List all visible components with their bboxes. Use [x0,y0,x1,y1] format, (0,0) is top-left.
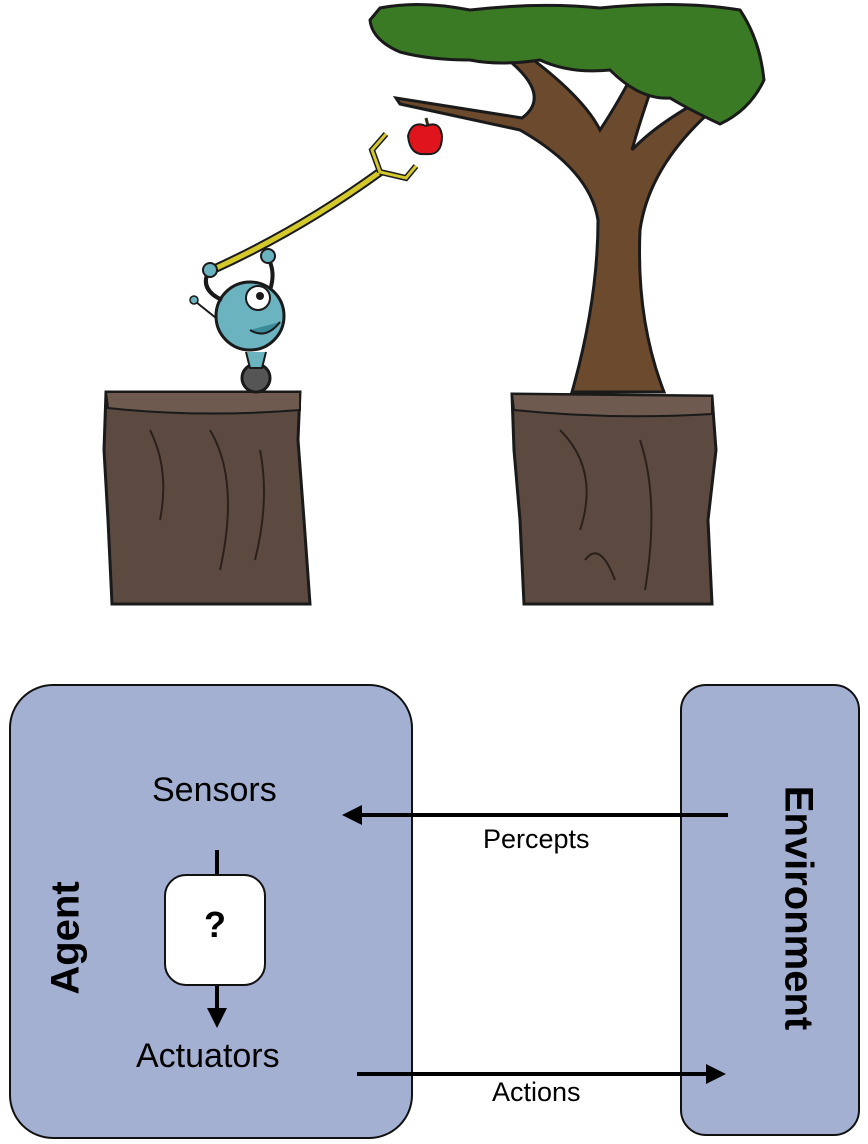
agent-box [9,684,413,1139]
actions-label: Actions [492,1077,581,1107]
apple-icon [406,117,444,156]
sensors-label: Sensors [152,771,277,809]
robot-arm-icon [210,132,419,275]
agent-function-box: ? [164,874,266,986]
right-cliff-icon [510,392,718,606]
environment-box [680,684,860,1136]
illustration-svg [102,2,766,606]
robot-icon [189,248,286,394]
tree-icon [368,2,766,394]
actuators-label: Actuators [136,1037,280,1075]
left-cliff-icon [102,390,312,606]
agent-environment-diagram: Sensors Actuators Agent Environment Perc… [0,640,868,1144]
percepts-label: Percepts [483,824,590,854]
unknown-function-label: ? [204,904,226,945]
diagram-arrows [207,805,728,1084]
environment-label: Environment [776,785,821,1031]
agent-illustration [102,2,766,606]
agent-label: Agent [43,881,88,995]
